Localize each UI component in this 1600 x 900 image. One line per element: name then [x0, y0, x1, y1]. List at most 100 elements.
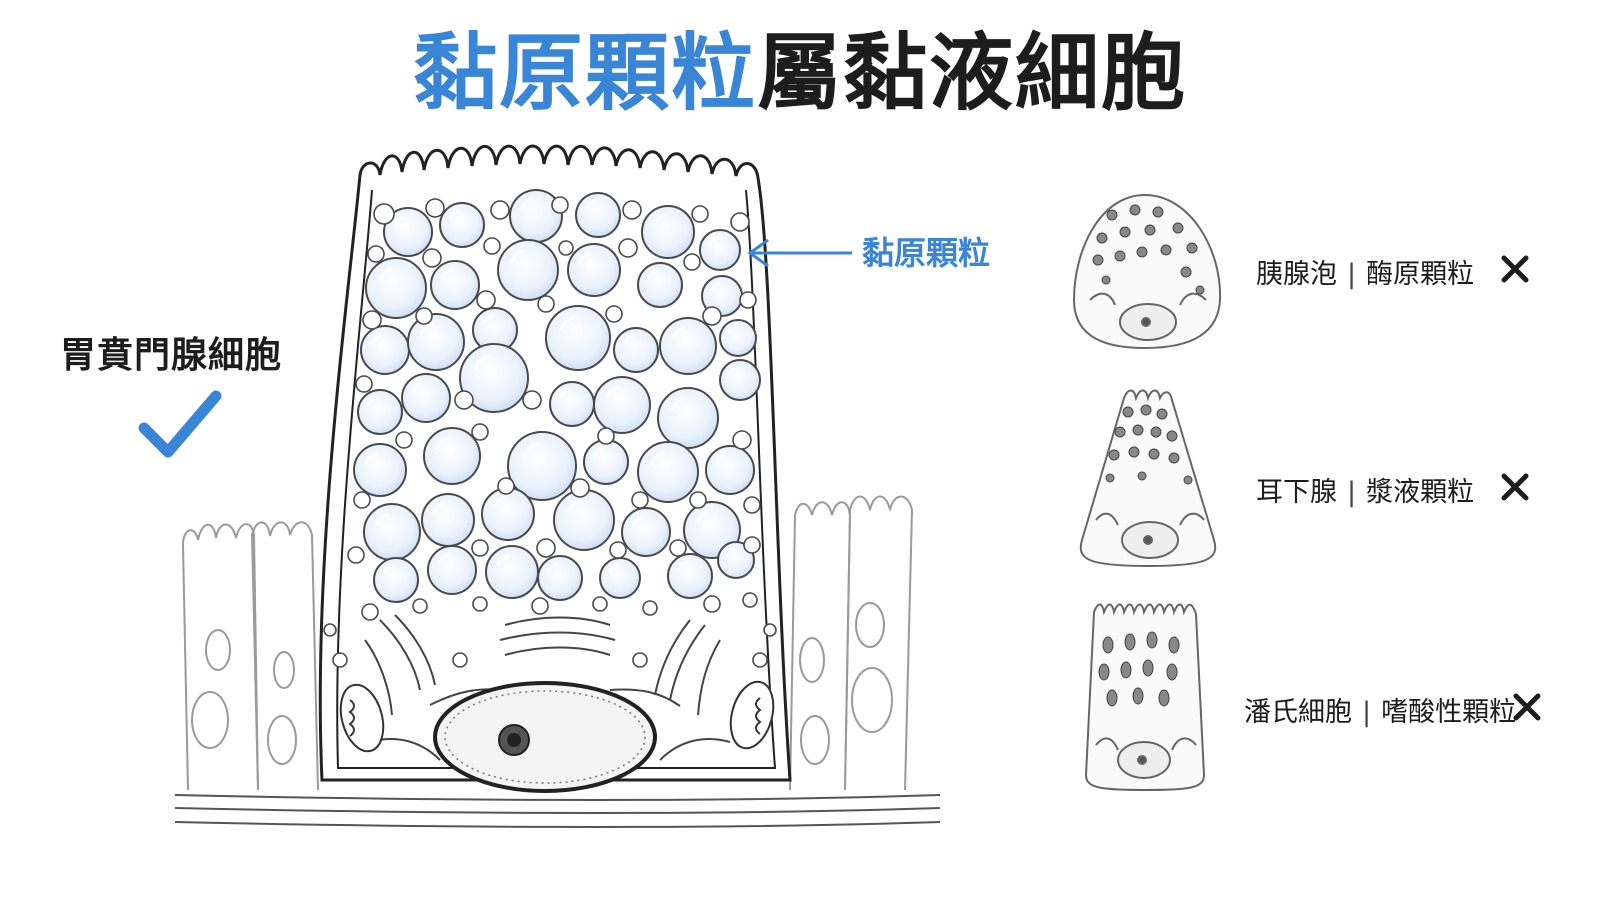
granule-highlight — [481, 314, 494, 326]
granule — [383, 207, 433, 257]
small-vesicle — [597, 427, 615, 445]
granule — [401, 373, 451, 423]
small-vesicle — [472, 596, 488, 612]
separator: | — [1347, 259, 1357, 290]
granule — [363, 503, 421, 561]
granule — [357, 389, 403, 435]
x-icon — [1501, 255, 1529, 283]
small-vesicle — [412, 598, 428, 614]
small-vesicle — [476, 290, 496, 310]
granule-highlight — [473, 354, 492, 371]
small-vesicle — [592, 596, 608, 612]
granule — [719, 319, 757, 357]
granule — [667, 553, 713, 599]
granule — [509, 189, 563, 243]
small-vesicle — [742, 592, 758, 608]
small-vesicle — [452, 652, 468, 668]
small-vesicle — [605, 305, 623, 323]
granule-highlight — [715, 452, 729, 465]
granule-highlight — [724, 546, 735, 557]
small-vesicle — [531, 597, 549, 615]
basement-membrane — [174, 794, 941, 828]
granule-highlight — [432, 501, 446, 515]
neighbor-cells-left — [181, 521, 319, 791]
comparison-granule: 嗜酸性顆粒 — [1381, 697, 1517, 728]
small-vesicle — [551, 196, 569, 214]
comparison-label-pancreas: 胰腺泡|酶原顆粒 — [1256, 252, 1474, 291]
small-vesicle — [631, 491, 649, 509]
main-cell-label: 胃賁門腺細胞 — [60, 335, 283, 376]
small-vesicle — [730, 212, 750, 232]
small-vesicle — [471, 539, 489, 557]
x-icon — [1513, 693, 1541, 721]
granule-highlight — [584, 199, 597, 211]
granule — [353, 443, 407, 497]
small-vesicle — [422, 248, 442, 268]
granule-highlight — [578, 251, 592, 265]
small-vesicle — [347, 546, 365, 564]
granule-pointer-arrow — [747, 238, 852, 268]
granule — [599, 557, 641, 599]
granule-label: 黏原顆粒 — [862, 234, 991, 272]
separator: | — [1362, 697, 1372, 728]
small-vesicle — [497, 477, 515, 495]
granule — [537, 555, 583, 601]
granule-highlight — [707, 235, 719, 246]
small-vesicle — [490, 200, 510, 220]
granule — [613, 327, 659, 373]
granule-highlight — [546, 562, 559, 574]
small-vesicle — [632, 652, 648, 668]
small-vesicle — [415, 307, 433, 325]
granule — [485, 545, 539, 599]
granule-highlight — [726, 324, 737, 335]
small-vesicle — [483, 237, 501, 255]
granule-highlight — [670, 397, 686, 412]
mitochondria — [339, 680, 775, 753]
small-vesicle — [471, 423, 489, 441]
small-vesicle — [522, 390, 542, 410]
comparison-name: 胰腺泡 — [1256, 259, 1337, 290]
granule — [407, 313, 465, 371]
parotid-cell-drawing — [1079, 389, 1217, 568]
granule-highlight — [695, 510, 710, 524]
granule — [719, 359, 761, 401]
granule — [545, 305, 611, 371]
small-vesicle — [373, 203, 395, 225]
granule — [659, 317, 717, 375]
small-vesicle — [689, 491, 707, 509]
granule — [549, 381, 595, 427]
small-vesicle — [739, 291, 757, 309]
granule — [421, 493, 475, 547]
page-title: 黏原顆粒屬黏液細胞 — [0, 18, 1600, 128]
granule-highlight — [558, 388, 571, 400]
small-vesicle — [618, 238, 638, 258]
granule-highlight — [566, 499, 582, 514]
granule-highlight — [370, 332, 384, 345]
small-vesicle — [353, 491, 371, 509]
granule-highlight — [671, 326, 686, 340]
title-rest: 屬黏液細胞 — [757, 24, 1188, 122]
granule-highlight — [709, 281, 721, 292]
small-vesicle — [609, 541, 627, 559]
granule — [567, 243, 621, 297]
granule-highlight — [492, 495, 506, 509]
pancreatic-acinar-cell-drawing — [1072, 193, 1222, 350]
small-vesicle — [362, 310, 382, 330]
granule — [481, 487, 535, 541]
comparison-granule: 漿液顆粒 — [1366, 477, 1475, 508]
granule-highlight — [496, 553, 510, 567]
granule-highlight — [366, 396, 379, 408]
small-vesicle — [361, 603, 379, 621]
separator: | — [1347, 477, 1357, 508]
granule — [423, 427, 481, 485]
granule — [637, 262, 683, 308]
granule-highlight — [448, 209, 461, 221]
small-vesicle — [332, 652, 348, 668]
granule-highlight — [605, 385, 620, 399]
granule — [507, 431, 577, 501]
granule-highlight — [378, 267, 394, 282]
small-vesicle — [622, 200, 642, 220]
granule-highlight — [437, 552, 451, 565]
granule-highlight — [520, 197, 534, 211]
granule-highlight — [592, 446, 605, 458]
